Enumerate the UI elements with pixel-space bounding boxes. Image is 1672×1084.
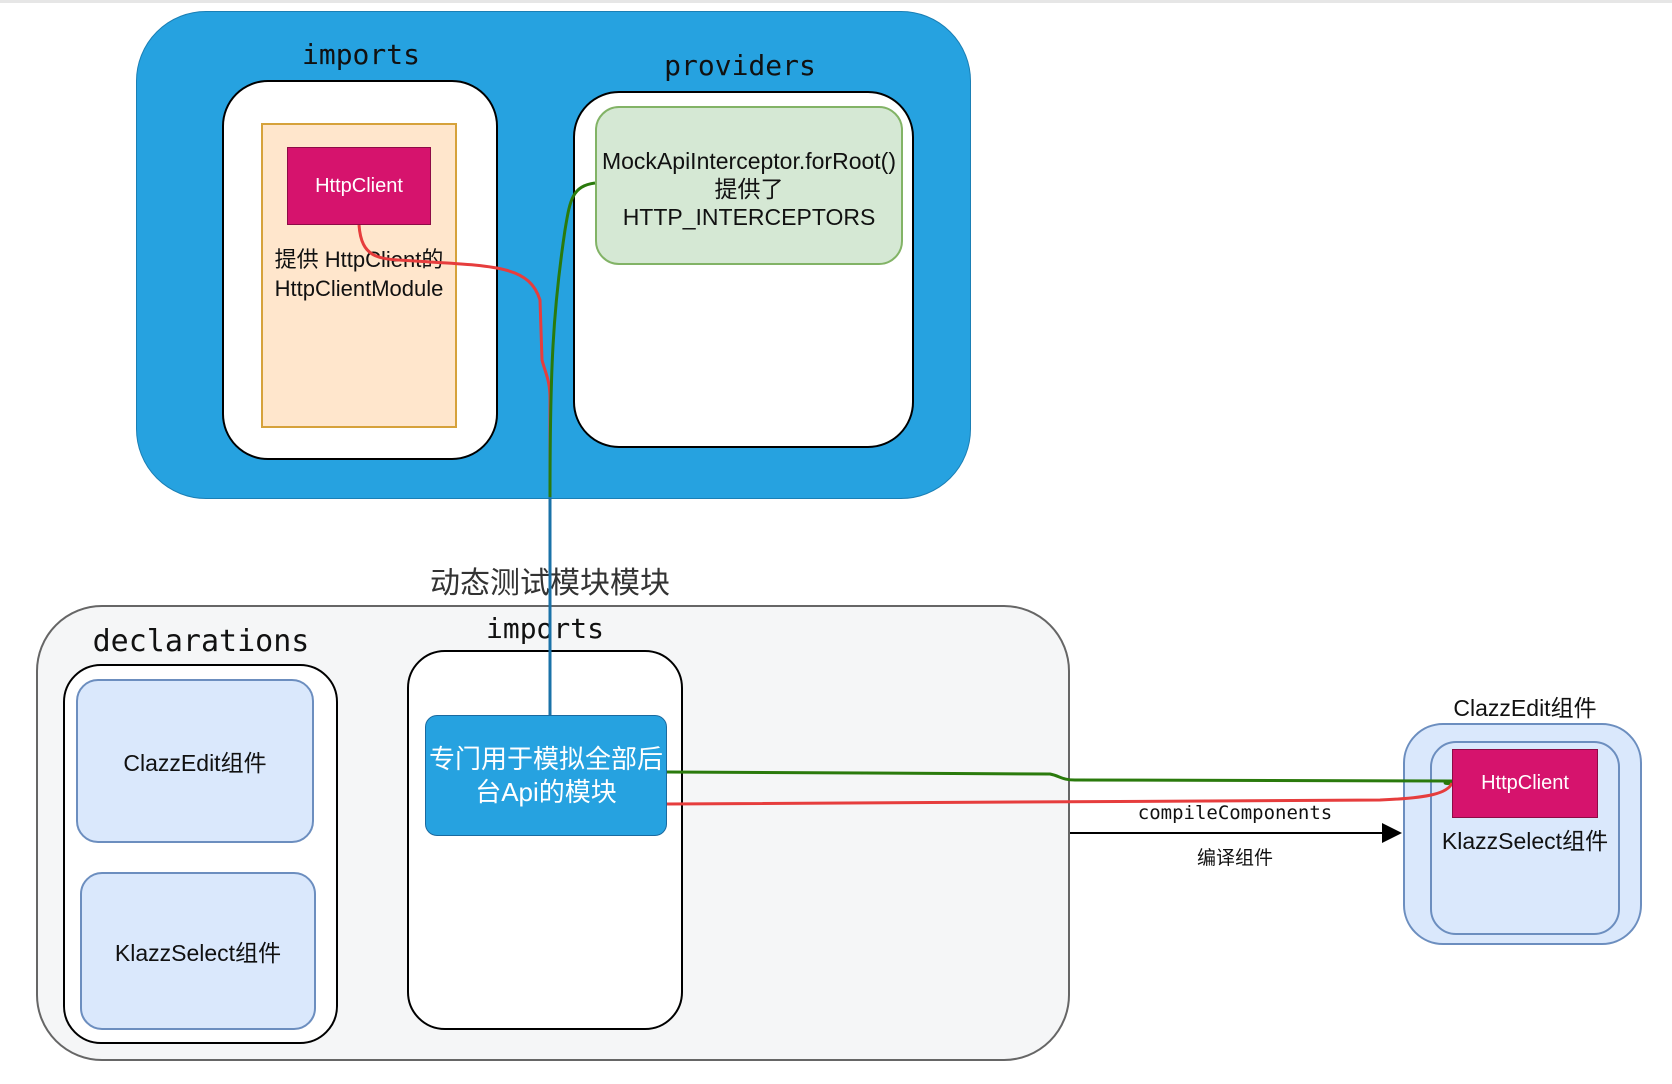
providers-label: providers	[664, 48, 816, 82]
result-klazz-select-label: KlazzSelect组件	[1441, 828, 1609, 854]
mock-api-module[interactable]: 专门用于模拟全部后台Api的模块	[425, 715, 667, 836]
http-client-module-text: 提供 HttpClient的 HttpClientModule	[274, 247, 444, 301]
mock-interceptor-text: MockApiInterceptor.forRoot() 提供了 HTTP_IN…	[601, 148, 896, 230]
top-imports-label: imports	[301, 37, 420, 71]
compile-components-sublabel: 编译组件	[1196, 847, 1273, 869]
declarations-label: declarations	[92, 623, 310, 659]
klazz-select-declaration[interactable]: KlazzSelect组件	[80, 872, 316, 1030]
http-client-right[interactable]: HttpClient	[1452, 749, 1598, 818]
clazz-edit-declaration[interactable]: ClazzEdit组件	[76, 679, 314, 843]
top-divider	[0, 0, 1672, 3]
bottom-imports-box[interactable]	[407, 650, 683, 1030]
dynamic-module-title: 动态测试模块模块	[430, 567, 670, 600]
http-client-top[interactable]: HttpClient	[287, 147, 431, 225]
compile-components-label: compileComponents	[1137, 802, 1333, 824]
result-component-title: ClazzEdit组件	[1453, 695, 1597, 721]
mock-interceptor-box[interactable]	[595, 106, 903, 265]
bottom-imports-label: imports	[485, 611, 604, 645]
